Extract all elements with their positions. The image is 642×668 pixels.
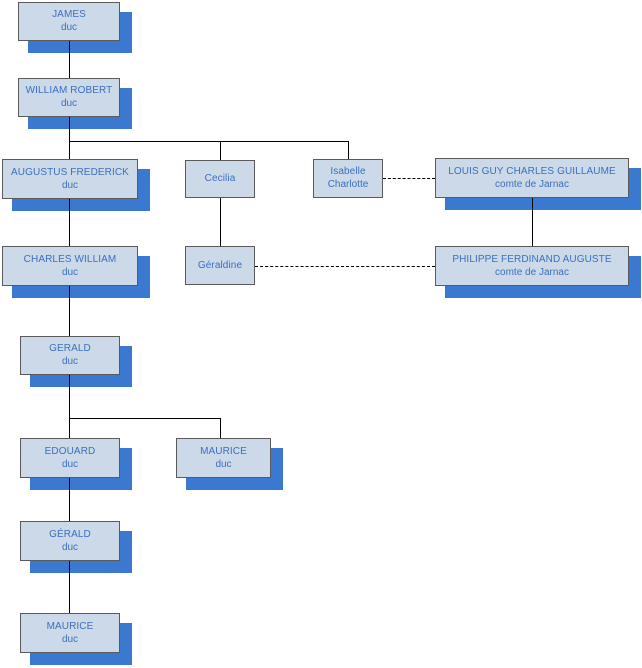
connector-bus-to-isabelle: [348, 141, 349, 159]
node-name: LOUIS GUY CHARLES GUILLAUME: [448, 165, 616, 177]
node-name: Isabelle: [330, 166, 366, 178]
node-title: duc: [60, 22, 78, 33]
node-name: AUGUSTUS FREDERICK: [11, 166, 129, 178]
connector-gerald2-maurice2: [69, 561, 70, 613]
node-name: Géraldine: [197, 259, 243, 271]
node-title: duc: [61, 179, 79, 191]
node-title: comte de Jarnac: [495, 266, 569, 278]
node-name: CHARLES WILLIAM: [23, 253, 117, 265]
connector-william-bus-drop: [69, 117, 70, 141]
node-name: WILLIAM ROBERT: [25, 85, 113, 97]
node-name: EDOUARD: [44, 445, 96, 457]
connector-edouard-gerald2: [69, 478, 70, 521]
connector-augustus-charles: [69, 199, 70, 246]
node-name: GÉRALD: [49, 528, 91, 540]
marriage-link-isabelle-louis: [383, 178, 435, 179]
node-title: duc: [61, 541, 79, 553]
node-title: duc: [61, 266, 79, 278]
connector-gerald1-bus-drop: [69, 375, 70, 418]
tree-node-cecilia[interactable]: Cecilia: [185, 160, 255, 198]
node-name: JAMES: [52, 9, 86, 21]
connector-bus-to-cecilia: [220, 141, 221, 160]
connector-bus-to-augustus: [69, 141, 70, 159]
connector-james-william: [69, 41, 70, 78]
connector-cecilia-geraldine: [220, 198, 221, 246]
node-title: comte de Jarnac: [495, 178, 569, 190]
connector-charles-gerald1: [69, 286, 70, 336]
node-title: duc: [61, 458, 79, 470]
connector-gen3-bus: [69, 141, 349, 142]
node-name: PHILIPPE FERDINAND AUGUSTE: [452, 253, 612, 265]
node-title: duc: [215, 458, 232, 470]
node-name: GERALD: [49, 343, 91, 355]
connector-bus-to-maurice1: [220, 418, 221, 438]
node-title: duc: [61, 356, 79, 367]
node-name: MAURICE: [200, 445, 247, 457]
node-name: Cecilia: [204, 173, 236, 185]
node-title: duc: [61, 633, 79, 645]
node-title: Charlotte: [327, 179, 369, 190]
tree-node-geraldine[interactable]: Géraldine: [185, 246, 255, 285]
connector-louis-philippe: [532, 198, 533, 246]
node-title: duc: [60, 98, 78, 109]
node-name: MAURICE: [46, 620, 94, 632]
marriage-link-geraldine-philippe: [255, 266, 435, 267]
connector-bus-to-edouard: [69, 418, 70, 438]
connector-gen6-bus: [69, 418, 221, 419]
